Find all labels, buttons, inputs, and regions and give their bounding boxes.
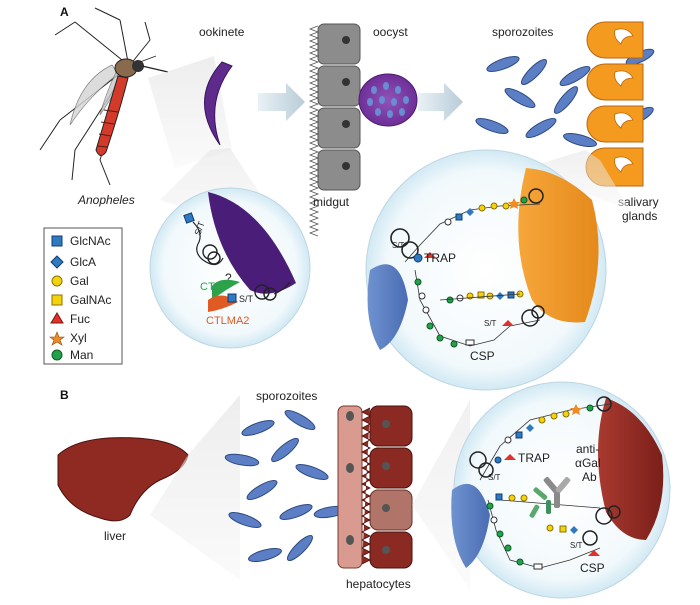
midgut-epithelium bbox=[308, 23, 361, 237]
panel-b-letter: B bbox=[60, 388, 69, 402]
ookinete-label: ookinete bbox=[199, 25, 245, 39]
liver-label: liver bbox=[104, 529, 126, 543]
sporozoites-group-a bbox=[475, 48, 655, 148]
salivary-label-1: salivary bbox=[618, 195, 659, 209]
anti-gal-label-3: Ab bbox=[582, 470, 597, 484]
mosquito-illustration bbox=[39, 7, 169, 186]
galnac-square-icon bbox=[51, 294, 63, 306]
ctl4-label: CTL4 bbox=[200, 281, 227, 293]
glca-diamond-icon bbox=[50, 255, 64, 269]
legend-galnac: GalNAc bbox=[70, 293, 111, 307]
zoom-cone-salivary bbox=[520, 150, 630, 210]
glycan-legend: GlcNAc GlcA Gal GalNAc Fuc Xyl Man bbox=[43, 227, 123, 365]
ookinete-cell bbox=[204, 61, 233, 146]
salivary-label-2: glands bbox=[622, 209, 657, 223]
st-label-b-1: S/T bbox=[488, 473, 501, 482]
fuc-triangle-icon bbox=[50, 312, 64, 324]
sporozoites-group-b bbox=[224, 409, 347, 563]
man-circle-icon bbox=[51, 349, 63, 361]
oocyst-sporozoites bbox=[367, 82, 409, 118]
ctlma2-label: CTLMA2 bbox=[206, 315, 249, 327]
trap-label-a: TRAP bbox=[424, 251, 456, 265]
sporozoites-label-b: sporozoites bbox=[256, 389, 317, 403]
liver-illustration bbox=[57, 437, 189, 522]
legend-xyl: Xyl bbox=[70, 331, 87, 345]
anti-gal-label-2: αGal bbox=[575, 456, 601, 470]
csp-label-a: CSP bbox=[470, 349, 495, 363]
xyl-star-icon bbox=[49, 331, 65, 346]
glcnac-square-icon bbox=[51, 235, 63, 247]
trap-label-b: TRAP bbox=[518, 451, 550, 465]
oocyst-label: oocyst bbox=[373, 25, 408, 39]
st-label-right-2: S/T bbox=[484, 319, 497, 328]
anti-gal-label-1: anti- bbox=[576, 442, 599, 456]
csp-label-b: CSP bbox=[580, 561, 605, 575]
arrow-oocyst-to-sporozoites bbox=[418, 83, 463, 121]
gal-circle-icon bbox=[51, 275, 63, 287]
question-mark: ? bbox=[225, 271, 232, 285]
legend-man: Man bbox=[70, 348, 93, 362]
legend-gal: Gal bbox=[70, 274, 89, 288]
inset-salivary: TRAP S/T CSP S/T bbox=[365, 149, 607, 391]
hepatocytes bbox=[337, 405, 413, 569]
inset-hepatocyte: TRAP CSP anti- αGal Ab S/T bbox=[451, 381, 671, 599]
zoom-cone-liver bbox=[150, 395, 240, 580]
st-label-b-2: S/T bbox=[570, 541, 583, 550]
panel-a-letter: A bbox=[60, 5, 69, 19]
st-label-right-1: S/T bbox=[392, 241, 405, 250]
st-label-left-1: S/T bbox=[192, 220, 206, 237]
legend-glcnac: GlcNAc bbox=[70, 234, 111, 248]
anti-gal-antibody-icon bbox=[529, 476, 571, 518]
legend-fuc: Fuc bbox=[70, 312, 90, 326]
st-label-left-2: S/T bbox=[239, 294, 254, 304]
arrow-ookinete-to-midgut bbox=[258, 83, 305, 121]
inset-ookinete: S/T ? CTL4 CTLMA2 S/T bbox=[149, 187, 311, 349]
sporozoites-label-a: sporozoites bbox=[492, 25, 553, 39]
hepatocytes-label: hepatocytes bbox=[346, 577, 411, 591]
legend-glca: GlcA bbox=[70, 255, 96, 269]
midgut-label: midgut bbox=[313, 195, 350, 209]
anopheles-label: Anopheles bbox=[77, 193, 135, 207]
